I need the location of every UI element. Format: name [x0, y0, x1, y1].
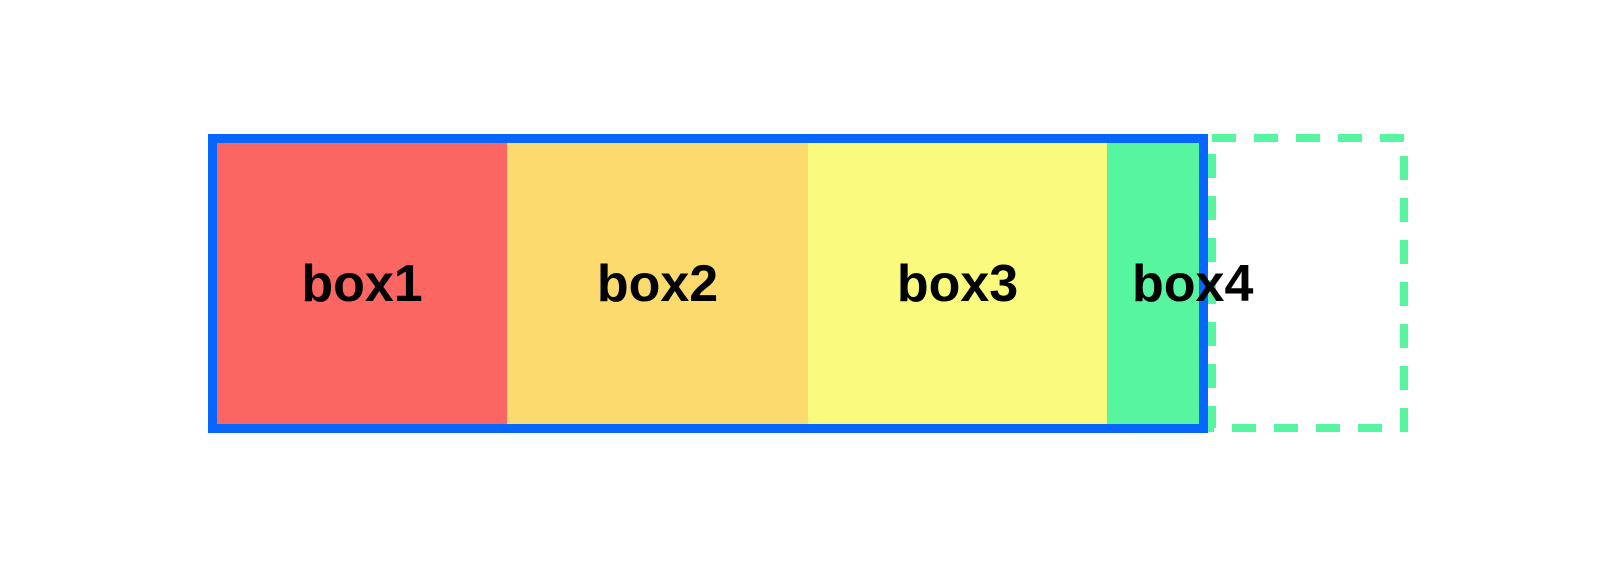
box1-label: box1	[301, 254, 423, 313]
box2-label: box2	[596, 254, 719, 313]
flex-item-box4	[1107, 143, 1199, 424]
flex-item-box1: box1	[217, 143, 507, 424]
dashed-outline-rect	[1208, 134, 1408, 432]
flex-item-box3: box3	[808, 143, 1107, 424]
box3-label: box3	[896, 254, 1019, 313]
box4-overflow-dashed-outline	[1208, 134, 1408, 432]
flex-container: box1 box2 box3	[208, 134, 1208, 433]
flex-item-box2: box2	[507, 143, 808, 424]
